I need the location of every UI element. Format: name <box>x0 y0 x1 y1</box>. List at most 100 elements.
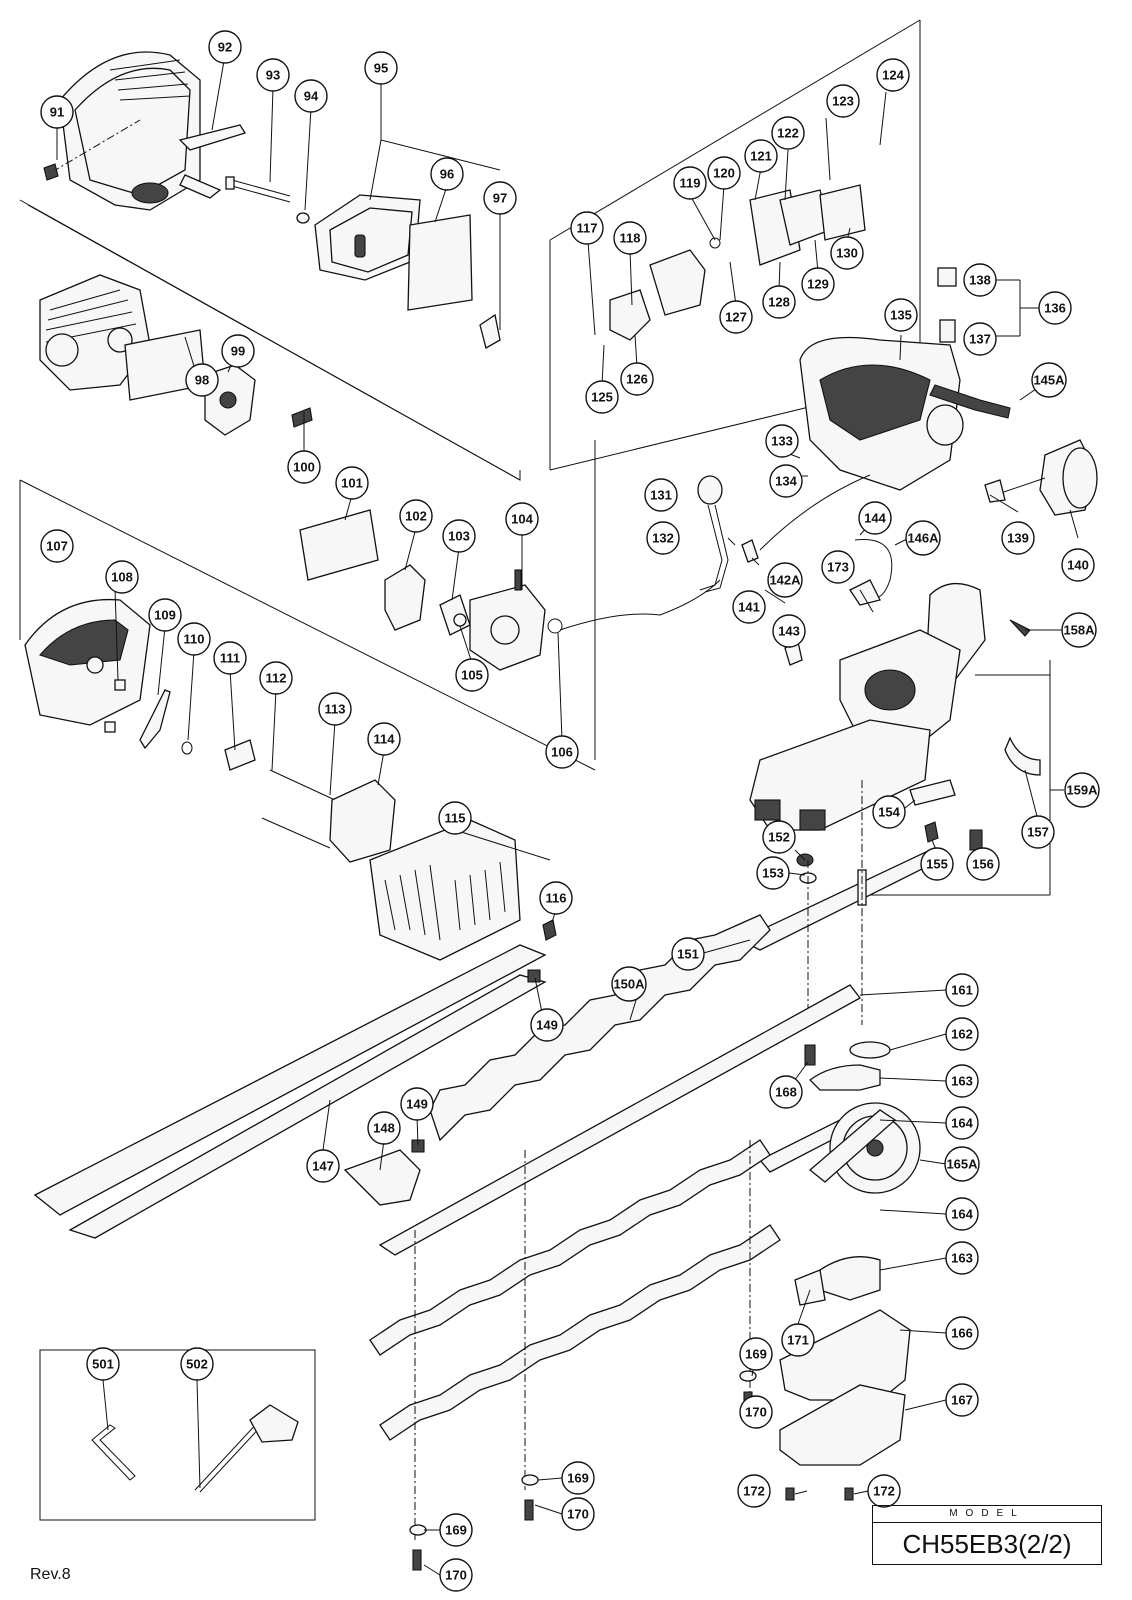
part-104-carburetor <box>469 569 546 671</box>
callout-107: 107 <box>40 529 74 563</box>
callout-92: 92 <box>208 30 242 64</box>
callout-99: 99 <box>221 334 255 368</box>
callout-155: 155 <box>920 847 954 881</box>
svg-text:137: 137 <box>969 332 991 347</box>
callout-109: 109 <box>148 598 182 632</box>
callout-156: 156 <box>966 847 1000 881</box>
callout-129: 129 <box>801 267 835 301</box>
callout-168: 168 <box>769 1075 803 1109</box>
callout-149: 149 <box>400 1087 434 1121</box>
svg-text:121: 121 <box>750 149 772 164</box>
callout-133: 133 <box>765 424 799 458</box>
svg-text:169: 169 <box>567 1471 589 1486</box>
callout-134: 134 <box>769 464 803 498</box>
callout-114: 114 <box>367 722 401 756</box>
callout-94: 94 <box>294 79 328 113</box>
svg-text:112: 112 <box>266 671 287 686</box>
svg-text:502: 502 <box>186 1357 208 1372</box>
callout-162: 162 <box>945 1017 979 1051</box>
tools-inset-frame <box>39 1349 316 1521</box>
svg-text:139: 139 <box>1007 531 1029 546</box>
part-166-167-gear-cover <box>779 1309 911 1466</box>
svg-text:164: 164 <box>951 1116 973 1131</box>
svg-text:146A: 146A <box>907 531 939 546</box>
svg-text:114: 114 <box>374 732 396 747</box>
callout-142A: 142A <box>767 562 803 598</box>
svg-text:109: 109 <box>154 608 176 623</box>
svg-text:153: 153 <box>762 866 784 881</box>
callout-146A: 146A <box>905 520 941 556</box>
svg-text:127: 127 <box>725 310 747 325</box>
callout-170: 170 <box>739 1395 773 1429</box>
svg-text:150A: 150A <box>613 977 645 992</box>
callout-169: 169 <box>739 1337 773 1371</box>
svg-text:107: 107 <box>46 539 68 554</box>
svg-text:116: 116 <box>546 891 567 906</box>
svg-text:149: 149 <box>536 1018 558 1033</box>
svg-text:134: 134 <box>775 474 797 489</box>
svg-text:163: 163 <box>951 1251 973 1266</box>
svg-text:119: 119 <box>680 176 701 191</box>
callout-112: 112 <box>259 661 293 695</box>
svg-text:120: 120 <box>713 166 735 181</box>
part-135-fuel-tank <box>799 336 964 491</box>
svg-text:110: 110 <box>184 632 205 647</box>
callout-161: 161 <box>945 973 979 1007</box>
callout-121: 121 <box>744 139 778 173</box>
callout-141: 141 <box>732 590 766 624</box>
svg-text:147: 147 <box>312 1159 334 1174</box>
svg-text:104: 104 <box>511 512 533 527</box>
callout-173: 173 <box>821 550 855 584</box>
callout-124: 124 <box>876 58 910 92</box>
callout-91: 91 <box>40 95 74 129</box>
svg-text:142A: 142A <box>769 573 801 588</box>
callout-116: 116 <box>539 881 573 915</box>
revision-label: Rev.8 <box>30 1566 71 1583</box>
callout-171: 171 <box>781 1323 815 1357</box>
part-92-engine-cover <box>59 51 246 211</box>
callout-97: 97 <box>483 181 517 215</box>
svg-text:106: 106 <box>551 745 573 760</box>
callout-170: 170 <box>439 1558 473 1592</box>
callout-125: 125 <box>585 380 619 414</box>
callout-104: 104 <box>505 502 539 536</box>
callout-151: 151 <box>671 937 705 971</box>
svg-text:95: 95 <box>374 61 388 76</box>
callout-132: 132 <box>646 521 680 555</box>
svg-text:501: 501 <box>92 1357 114 1372</box>
svg-text:133: 133 <box>771 434 793 449</box>
callout-101: 101 <box>335 466 369 500</box>
callout-127: 127 <box>719 300 753 334</box>
callout-118: 118 <box>613 221 647 255</box>
callout-106: 106 <box>545 735 579 769</box>
svg-text:171: 171 <box>787 1333 809 1348</box>
callout-bubbles: 91 92 93 94 95 96 97 98 99 100 101 102 1… <box>40 30 1100 1592</box>
svg-text:115: 115 <box>445 811 466 826</box>
svg-text:140: 140 <box>1067 558 1089 573</box>
svg-text:129: 129 <box>807 277 829 292</box>
callout-163: 163 <box>945 1241 979 1275</box>
callout-501: 501 <box>86 1347 120 1381</box>
callout-172: 172 <box>867 1474 901 1508</box>
svg-text:169: 169 <box>745 1347 767 1362</box>
callout-130: 130 <box>830 236 864 270</box>
svg-text:124: 124 <box>882 68 904 83</box>
svg-text:166: 166 <box>951 1326 973 1341</box>
svg-text:118: 118 <box>620 231 641 246</box>
svg-text:131: 131 <box>650 488 672 503</box>
svg-text:173: 173 <box>827 560 849 575</box>
svg-text:94: 94 <box>304 89 319 104</box>
svg-text:170: 170 <box>745 1405 767 1420</box>
callout-170: 170 <box>561 1497 595 1531</box>
callout-110: 110 <box>177 622 211 656</box>
callout-98: 98 <box>185 363 219 397</box>
svg-text:125: 125 <box>591 390 613 405</box>
svg-text:143: 143 <box>778 624 800 639</box>
callout-172: 172 <box>737 1474 771 1508</box>
svg-text:156: 156 <box>972 857 994 872</box>
svg-text:155: 155 <box>926 857 948 872</box>
svg-text:102: 102 <box>405 509 427 524</box>
svg-text:159A: 159A <box>1066 783 1098 798</box>
svg-text:148: 148 <box>373 1121 395 1136</box>
